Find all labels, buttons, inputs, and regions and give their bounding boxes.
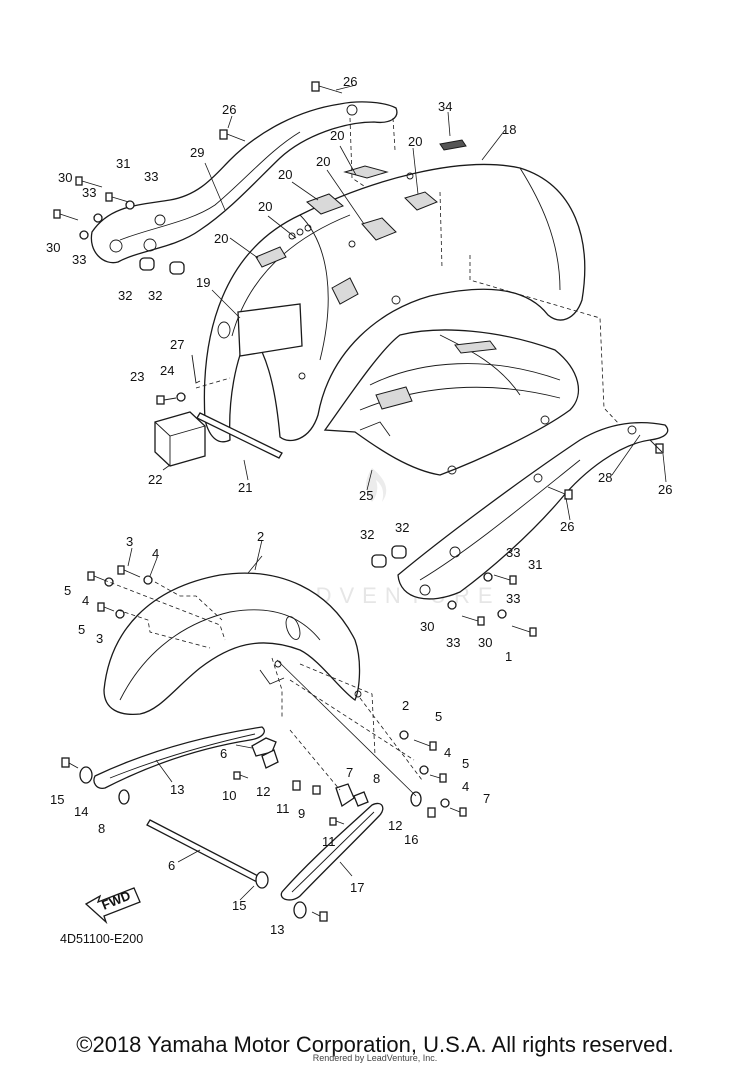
callout-31: 31	[116, 156, 130, 171]
callout-34: 34	[438, 99, 452, 114]
callout-30: 30	[46, 240, 60, 255]
callout-7: 6	[220, 746, 227, 761]
diagram-part-code: 4D51100-E200	[60, 932, 143, 946]
callout-31: 31	[528, 557, 542, 572]
callout-22: 22	[148, 472, 162, 487]
callout-15: 14	[74, 804, 88, 819]
rendered-by-text: Rendered by LeadVenture, Inc.	[312, 1053, 438, 1063]
callout-8: 11	[322, 834, 336, 849]
callout-20: 20	[278, 167, 292, 182]
callout-18: 18	[502, 122, 516, 137]
block-22	[154, 411, 206, 467]
rear-fender-18	[203, 139, 586, 443]
callout-27: 27	[170, 337, 184, 352]
callout-15: 13	[270, 922, 284, 937]
callout-4: 5	[64, 583, 71, 598]
strip-21	[196, 412, 283, 459]
callout-28: 28	[598, 470, 612, 485]
callout-6: 17	[350, 880, 364, 895]
callout-1: 2	[257, 529, 264, 544]
callout-20: 20	[258, 199, 272, 214]
axle-16	[146, 819, 263, 884]
callout-33: 33	[144, 169, 158, 184]
callout-2: 5	[435, 709, 442, 724]
callout-4: 5	[462, 756, 469, 771]
callout-30: 1	[505, 649, 512, 664]
callout-5: 4	[82, 593, 89, 608]
fender-stay-6-upper	[93, 726, 265, 789]
fwd-arrow-icon: FWD	[84, 887, 141, 925]
callout-26: 26	[560, 519, 574, 534]
callout-32: 32	[395, 520, 409, 535]
callout-24: 24	[160, 363, 174, 378]
callout-25: 25	[359, 488, 373, 503]
callout-19: 19	[196, 275, 210, 290]
callout-5: 4	[462, 779, 469, 794]
callout-5: 4	[444, 745, 451, 760]
upper-leader-lines	[162, 84, 667, 579]
callout-33: 33	[446, 635, 460, 650]
callout-4: 7	[483, 791, 490, 806]
callout-32: 32	[118, 288, 132, 303]
lower-fasteners	[61, 565, 467, 922]
brackets	[251, 737, 369, 808]
callout-26: 26	[222, 102, 236, 117]
side-rail-29	[90, 101, 398, 264]
copyright-text: ©2018 Yamaha Motor Corporation, U.S.A. A…	[76, 1032, 674, 1057]
callout-labels: 26 26 34 18 29 20 20 20 20 20 20 31 30 3…	[46, 74, 672, 937]
callout-23: 23	[130, 369, 144, 384]
callout-30: 30	[420, 619, 434, 634]
callout-13: 15	[50, 792, 64, 807]
callout-8: 10	[222, 788, 236, 803]
callout-32: 32	[360, 527, 374, 542]
callout-17: 15	[232, 898, 246, 913]
callout-26: 26	[658, 482, 672, 497]
callout-33: 33	[72, 252, 86, 267]
callout-14: 8	[98, 821, 105, 836]
callout-5: 3	[96, 631, 103, 646]
callout-20: 20	[408, 134, 422, 149]
lower-leader-lines	[103, 539, 423, 901]
callout-32: 32	[148, 288, 162, 303]
front-fender-1	[103, 572, 362, 716]
callout-33: 33	[506, 591, 520, 606]
callout-29: 29	[190, 145, 204, 160]
seat-pan-25	[323, 329, 579, 476]
callout-33: 33	[82, 185, 96, 200]
callout-16: 6	[168, 858, 175, 873]
callout-20: 20	[330, 128, 344, 143]
callout-4: 5	[78, 622, 85, 637]
callout-12: 11	[276, 801, 290, 816]
callout-6: 13	[170, 782, 184, 797]
callout-12: 16	[404, 832, 418, 847]
callout-11: 12	[388, 818, 402, 833]
callout-30: 30	[58, 170, 72, 185]
callout-20: 20	[316, 154, 330, 169]
fender-stay-6-lower	[280, 802, 384, 901]
callout-7: 8	[373, 771, 380, 786]
callout-3: 2	[402, 698, 409, 713]
callout-10: 12	[256, 784, 270, 799]
callout-33: 33	[506, 545, 520, 560]
callout-26: 26	[343, 74, 357, 89]
callout-20: 20	[214, 231, 228, 246]
callout-11: 9	[298, 806, 305, 821]
callout-21: 21	[238, 480, 252, 495]
callout-3: 4	[152, 546, 159, 561]
callout-9: 7	[346, 765, 353, 780]
upper-fasteners	[53, 81, 664, 637]
callout-30: 30	[478, 635, 492, 650]
callout-2: 3	[126, 534, 133, 549]
